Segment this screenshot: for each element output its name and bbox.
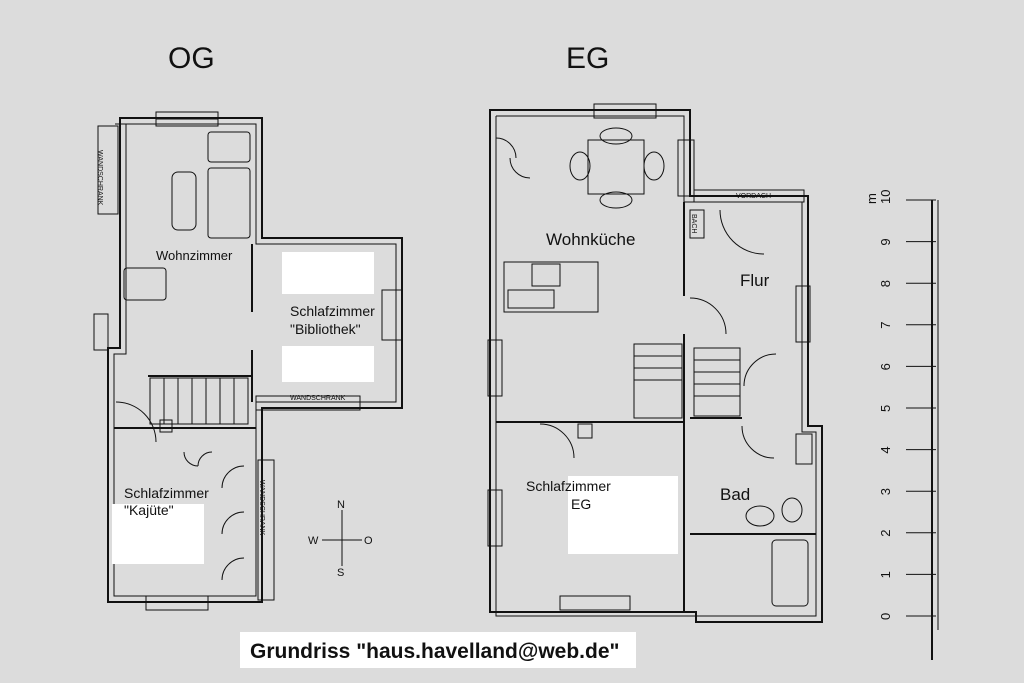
eg-inner-wall	[495, 115, 817, 617]
og-bibliothek-window	[381, 289, 403, 341]
og-wardrobe-top-doors	[183, 451, 213, 467]
scale-tick-label: 9	[878, 238, 893, 245]
og-plan	[93, 111, 403, 611]
eg-sink	[507, 289, 555, 309]
eg-bottom-window	[559, 595, 631, 611]
scale-tick-label: 6	[878, 363, 893, 370]
og-coffee-table	[171, 171, 197, 231]
scale-tick-label: 10	[878, 190, 893, 204]
room-label-bibliothek-1: Schlafzimmer	[290, 303, 375, 319]
og-door-swing	[115, 401, 157, 443]
eg-stair-right	[693, 347, 741, 417]
room-label-bibliothek-2: "Bibliothek"	[290, 321, 361, 337]
eg-outer-wall	[489, 109, 823, 623]
og-armchair-1	[207, 131, 251, 163]
og-armchair-2	[123, 267, 167, 301]
scale-bar	[906, 199, 939, 660]
eg-bad-window	[795, 433, 813, 465]
eg-bathtub	[771, 539, 809, 607]
room-label-schlafzimmer-eg-2: EG	[571, 496, 591, 512]
og-chimney	[159, 419, 173, 433]
caption-box	[240, 632, 636, 668]
eg-bed-door-swing	[539, 423, 575, 459]
og-cover-box-3	[112, 504, 204, 564]
eg-chair	[599, 191, 633, 209]
eg-plan	[487, 103, 823, 623]
eg-washbasin	[745, 505, 775, 527]
og-kajuete-window	[145, 595, 209, 611]
eg-terrace-doors	[495, 137, 531, 179]
scale-tick-label: 5	[878, 405, 893, 412]
og-wardrobe-doors	[221, 465, 245, 581]
room-label-wohnkueche: Wohnküche	[546, 230, 635, 249]
eg-dining-table	[587, 139, 645, 195]
title-og: OG	[168, 42, 215, 75]
compass-east: O	[364, 535, 373, 547]
scale-tick-label: 0	[878, 613, 893, 620]
eg-cover-box	[568, 476, 678, 554]
eg-chimney	[577, 423, 593, 439]
eg-flur-window	[795, 285, 811, 343]
eg-bach-cabinet	[689, 209, 705, 239]
eg-kitchen-door-swing	[689, 297, 727, 335]
og-wandschrank-right	[257, 459, 275, 601]
og-wandschrank-bottom	[255, 395, 361, 411]
compass-west: W	[308, 535, 319, 547]
caption-text: Grundriss "haus.havelland@web.de"	[250, 640, 619, 663]
room-label-kajuete-2: "Kajüte"	[124, 502, 174, 518]
eg-stair-left	[633, 343, 683, 419]
eg-chair	[569, 151, 591, 181]
title-eg: EG	[566, 42, 609, 75]
scale-tick-label: 4	[878, 446, 893, 453]
og-outer-wall	[107, 117, 403, 603]
scale-tick-label: 2	[878, 530, 893, 537]
eg-bach-label: BACH	[690, 214, 697, 233]
compass-south: S	[337, 567, 344, 579]
eg-top-window	[593, 103, 657, 119]
room-label-bad: Bad	[720, 485, 750, 504]
eg-bad-door-swing	[741, 425, 775, 459]
eg-toilet	[781, 497, 803, 523]
og-wandschrank-left	[97, 125, 119, 215]
room-label-schlafzimmer-eg-1: Schlafzimmer	[526, 478, 611, 494]
og-cover-box-1	[282, 252, 374, 294]
eg-vordach-label: VORDACH	[736, 193, 771, 200]
eg-bed-left-window	[487, 489, 503, 547]
og-wandschrank-left-label: WANDSCHRANK	[96, 150, 103, 206]
og-wandschrank-bottom-label: WANDSCHRANK	[290, 395, 346, 402]
og-wandschrank-right-label: WANDSCHRANK	[258, 480, 265, 536]
room-label-kajuete-1: Schlafzimmer	[124, 485, 209, 501]
eg-chair	[643, 151, 665, 181]
og-cover-box-2	[282, 346, 374, 382]
eg-kitchen-counter	[503, 261, 599, 313]
eg-vordach	[693, 189, 805, 203]
og-sofa	[207, 167, 251, 239]
scale-tick-label: 7	[878, 322, 893, 329]
og-left-window	[93, 313, 109, 351]
eg-flur-door-swing	[743, 353, 777, 387]
eg-stove	[531, 263, 561, 287]
scale-tick-label: 1	[878, 571, 893, 578]
eg-chair	[599, 127, 633, 145]
scale-unit: m	[864, 193, 879, 204]
compass-north: N	[337, 499, 345, 511]
eg-left-window	[487, 339, 503, 397]
eg-right-window	[677, 139, 695, 197]
compass-rose: N S W O	[308, 499, 373, 579]
scale-tick-label: 8	[878, 280, 893, 287]
eg-front-door-swing	[719, 209, 765, 255]
scale-tick-label: 3	[878, 488, 893, 495]
room-label-wohnzimmer: Wohnzimmer	[156, 248, 233, 263]
room-label-flur: Flur	[740, 271, 770, 290]
og-staircase	[149, 377, 249, 425]
